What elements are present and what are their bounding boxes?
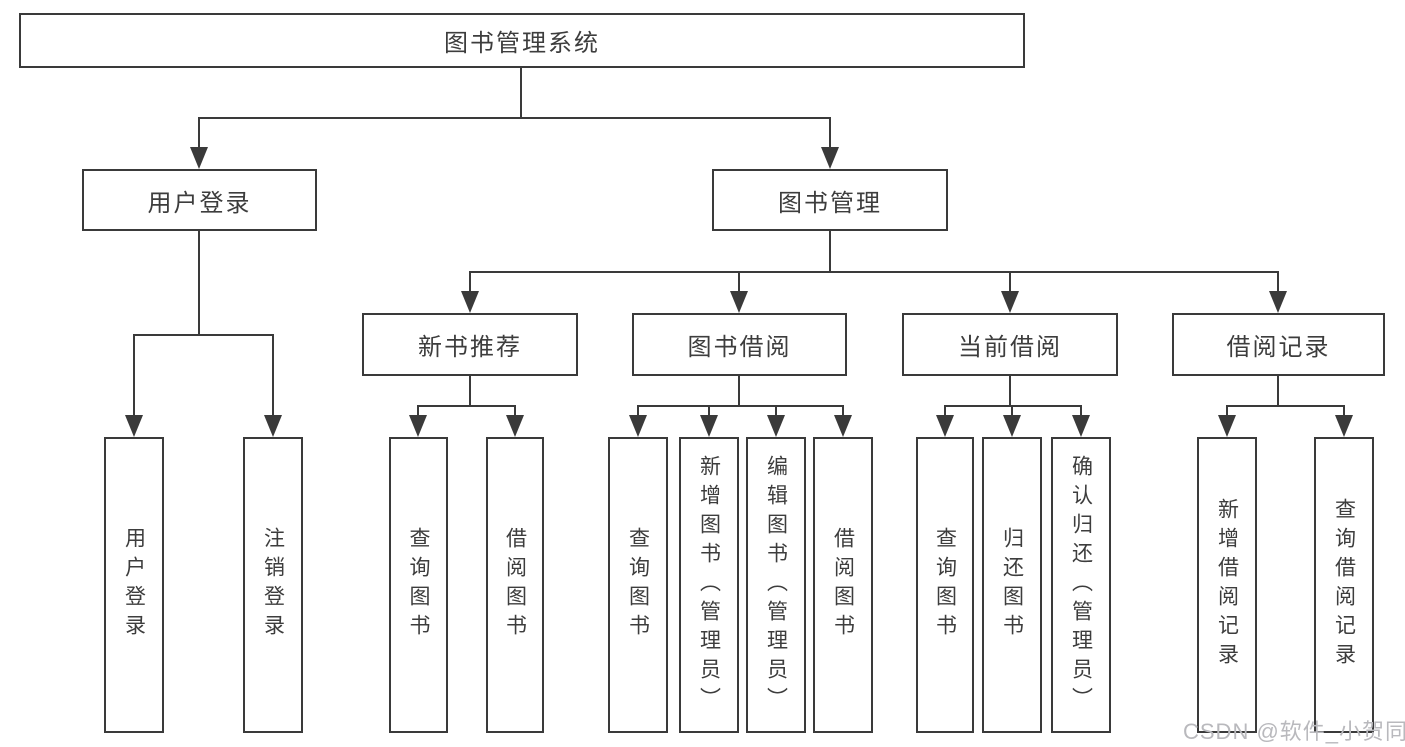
arrow-shaft [1009,272,1011,301]
arrowhead-down-icon [1335,415,1353,437]
arrow-shaft [198,118,200,157]
connector-line [1277,375,1279,407]
node-leaf-borrow-book-1: 借阅图书 [486,437,544,733]
node-leaf-confirm-return: 确认归还（管理员） [1051,437,1111,733]
arrowhead-down-icon [125,415,143,437]
node-leaf-user-login: 用户登录 [104,437,164,733]
node-root: 图书管理系统 [19,13,1025,68]
arrowhead-down-icon [767,415,785,437]
node-book-management: 图书管理 [712,169,948,231]
node-leaf-add-book: 新增图书（管理员） [679,437,739,733]
connector-line [469,375,471,407]
node-current-borrow: 当前借阅 [902,313,1118,376]
node-new-book-recommend: 新书推荐 [362,313,578,376]
node-leaf-query-book-1: 查询图书 [389,437,448,733]
arrowhead-down-icon [730,291,748,313]
arrowhead-down-icon [506,415,524,437]
arrowhead-down-icon [461,291,479,313]
node-user-login: 用户登录 [82,169,317,231]
csdn-watermark: CSDN @软件_小贺同学 [1183,719,1405,744]
arrowhead-down-icon [700,415,718,437]
node-leaf-return-book: 归还图书 [982,437,1042,733]
node-leaf-logout: 注销登录 [243,437,303,733]
node-leaf-add-record: 新增借阅记录 [1197,437,1257,733]
node-leaf-query-book-3: 查询图书 [916,437,974,733]
arrowhead-down-icon [409,415,427,437]
node-leaf-borrow-book-2: 借阅图书 [813,437,873,733]
node-leaf-edit-book: 编辑图书（管理员） [746,437,806,733]
connector-line [469,271,1279,273]
connector-line [520,67,522,119]
arrow-shaft [1277,272,1279,301]
connector-line [198,230,200,336]
arrowhead-down-icon [629,415,647,437]
connector-line [417,405,516,407]
arrowhead-down-icon [190,147,208,169]
arrow-shaft [469,272,471,301]
arrow-shaft [272,335,274,425]
connector-line [637,405,844,407]
node-book-borrow: 图书借阅 [632,313,847,376]
node-leaf-query-book-2: 查询图书 [608,437,668,733]
connector-line [198,117,831,119]
arrowhead-down-icon [1003,415,1021,437]
connector-line [738,375,740,407]
connector-line [133,334,274,336]
arrowhead-down-icon [264,415,282,437]
arrowhead-down-icon [1269,291,1287,313]
arrowhead-down-icon [1001,291,1019,313]
arrow-shaft [829,118,831,157]
node-borrow-record: 借阅记录 [1172,313,1385,376]
connector-line [1226,405,1345,407]
connector-line [1009,375,1011,407]
connector-line [944,405,1082,407]
arrow-shaft [738,272,740,301]
node-leaf-query-record: 查询借阅记录 [1314,437,1374,733]
arrowhead-down-icon [936,415,954,437]
arrow-shaft [133,335,135,425]
arrowhead-down-icon [1072,415,1090,437]
connector-line [829,230,831,273]
arrowhead-down-icon [821,147,839,169]
arrowhead-down-icon [1218,415,1236,437]
arrowhead-down-icon [834,415,852,437]
